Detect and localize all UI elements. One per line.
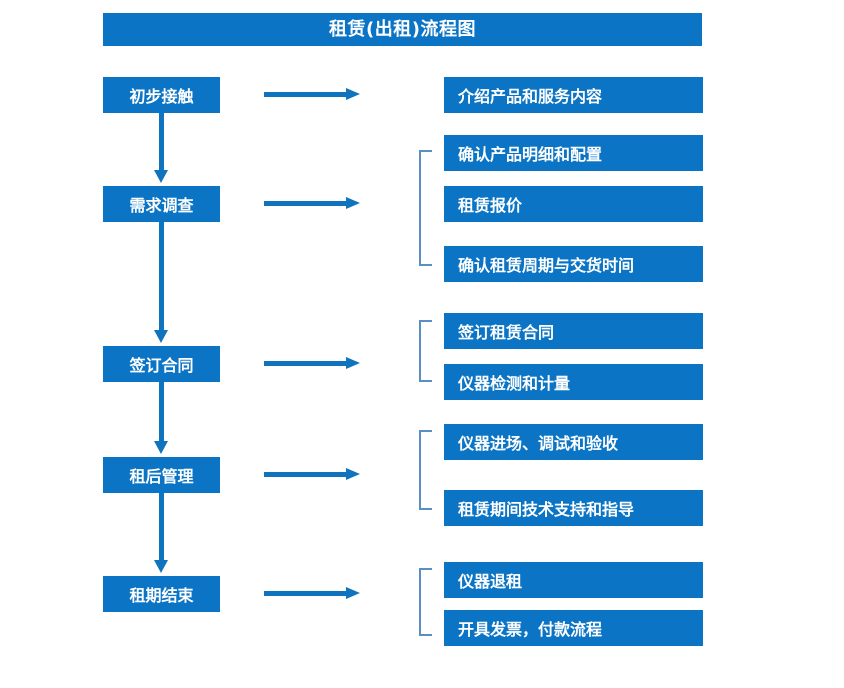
diagram-title-bar: 租赁(出租)流程图	[103, 13, 702, 46]
right-arrow-stage4	[264, 468, 360, 481]
page-title: 租赁(出租)流程图	[329, 18, 476, 40]
task-node-6[interactable]: 仪器检测和计量	[444, 364, 703, 400]
task-node-10[interactable]: 开具发票，付款流程	[444, 610, 703, 646]
arrow-shaft	[159, 113, 164, 170]
task-node-9[interactable]: 仪器退租	[444, 562, 703, 598]
arrow-shaft	[264, 472, 348, 477]
right-arrow-stage2	[264, 197, 360, 210]
right-arrow-stage5	[264, 587, 360, 600]
stage-node-3[interactable]: 签订合同	[103, 346, 220, 382]
task-node-7-label: 仪器进场、调试和验收	[458, 434, 619, 453]
task-node-6-label: 仪器检测和计量	[458, 374, 571, 393]
group-bracket-stage3	[419, 320, 432, 382]
arrow-head	[346, 88, 360, 100]
task-node-1-label: 介绍产品和服务内容	[458, 87, 603, 106]
stage-node-4-label: 租后管理	[129, 467, 194, 486]
arrow-head	[346, 357, 360, 369]
stage-node-1-label: 初步接触	[129, 87, 194, 106]
task-node-3[interactable]: 租赁报价	[444, 186, 703, 222]
down-arrow-stage4-stage5	[154, 493, 169, 573]
task-node-7[interactable]: 仪器进场、调试和验收	[444, 424, 703, 460]
stage-node-3-label: 签订合同	[129, 356, 194, 375]
stage-node-2[interactable]: 需求调查	[103, 186, 220, 222]
task-node-2-label: 确认产品明细和配置	[458, 145, 603, 164]
stage-node-2-label: 需求调查	[129, 196, 194, 215]
stage-node-4[interactable]: 租后管理	[103, 457, 220, 493]
stage-node-1[interactable]: 初步接触	[103, 77, 220, 113]
right-arrow-stage1	[264, 88, 360, 101]
group-bracket-stage5	[419, 568, 432, 636]
arrow-head	[346, 468, 360, 480]
group-bracket-stage2	[419, 150, 432, 266]
group-bracket-stage4	[419, 430, 432, 510]
task-node-8-label: 租赁期间技术支持和指导	[458, 500, 635, 519]
arrow-head	[346, 197, 360, 209]
arrow-head	[154, 441, 168, 454]
task-node-4[interactable]: 确认租赁周期与交货时间	[444, 246, 703, 282]
task-node-8[interactable]: 租赁期间技术支持和指导	[444, 490, 703, 526]
stage-node-5[interactable]: 租期结束	[103, 576, 220, 612]
arrow-shaft	[264, 361, 348, 366]
task-node-5-label: 签订租赁合同	[458, 323, 555, 342]
down-arrow-stage3-stage4	[154, 382, 169, 454]
task-node-2[interactable]: 确认产品明细和配置	[444, 135, 703, 171]
arrow-head	[154, 170, 168, 183]
task-node-3-label: 租赁报价	[458, 196, 523, 215]
arrow-head	[154, 560, 168, 573]
down-arrow-stage1-stage2	[154, 113, 169, 183]
arrow-head	[346, 587, 360, 599]
arrow-shaft	[264, 201, 348, 206]
task-node-4-label: 确认租赁周期与交货时间	[458, 256, 635, 275]
task-node-10-label: 开具发票，付款流程	[458, 620, 603, 639]
task-node-9-label: 仪器退租	[458, 572, 523, 591]
arrow-shaft	[159, 382, 164, 441]
arrow-head	[154, 330, 168, 343]
task-node-5[interactable]: 签订租赁合同	[444, 313, 703, 349]
right-arrow-stage3	[264, 357, 360, 370]
stage-node-5-label: 租期结束	[129, 586, 194, 605]
down-arrow-stage2-stage3	[154, 222, 169, 343]
task-node-1[interactable]: 介绍产品和服务内容	[444, 77, 703, 113]
arrow-shaft	[264, 92, 348, 97]
arrow-shaft	[264, 591, 348, 596]
arrow-shaft	[159, 222, 164, 330]
arrow-shaft	[159, 493, 164, 560]
